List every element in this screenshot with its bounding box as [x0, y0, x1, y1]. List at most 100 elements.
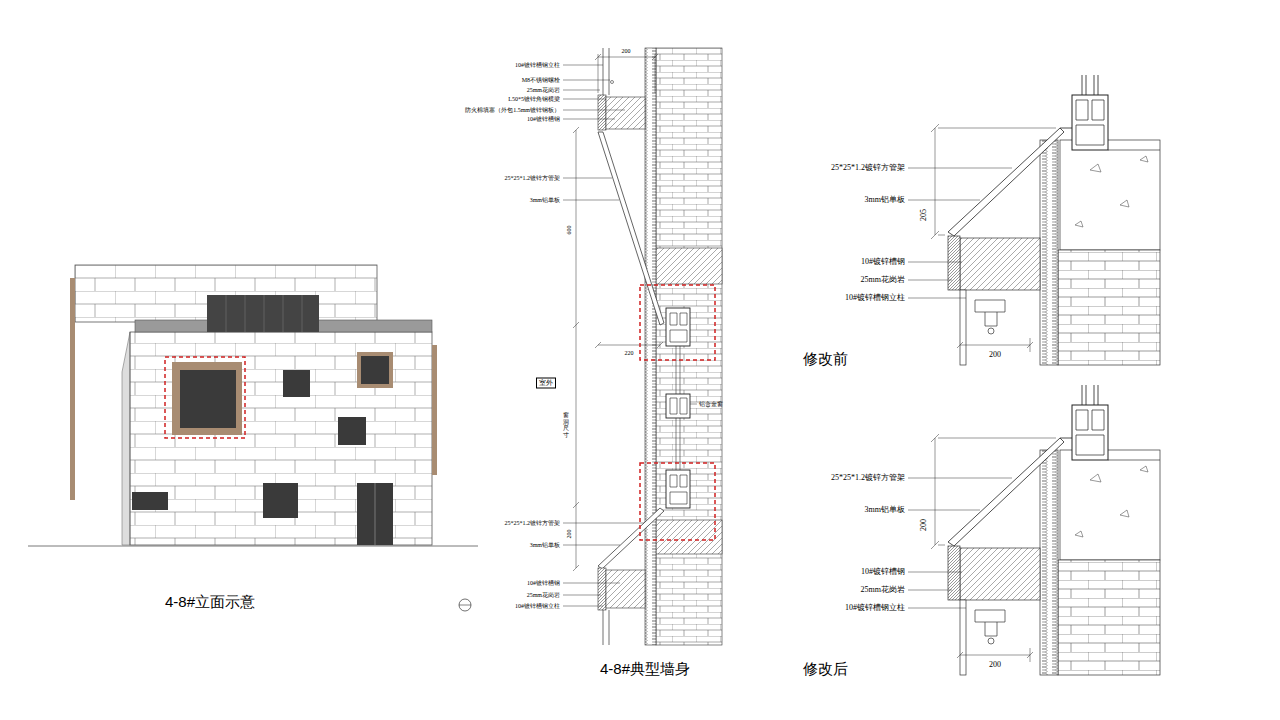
wall-section-drawing-part — [459, 599, 471, 611]
wall-section-drawing-part — [573, 127, 579, 571]
node-detail-drawing-part — [908, 385, 1160, 675]
wall-section-drawing-part — [598, 132, 664, 325]
part-label: 10#镀锌槽钢立柱 — [515, 603, 560, 609]
node-detail-drawing-part-part — [948, 236, 960, 290]
node-detail-drawing-part-part — [1058, 250, 1160, 365]
wall-section-drawing-part — [611, 81, 614, 84]
node-detail-drawing-part-part — [1060, 140, 1160, 250]
part-label: 10#镀锌槽钢 — [861, 258, 905, 266]
elevation-drawing-part — [283, 370, 310, 397]
node-detail-drawing-part — [908, 75, 1160, 365]
wall-section-drawing-part — [598, 95, 606, 130]
part-label: M8不锈钢螺栓 — [522, 77, 560, 83]
wall-section-drawing-part — [606, 570, 645, 608]
elevation-drawing-part — [180, 370, 236, 428]
wall-section-drawing-part — [670, 398, 687, 414]
elevation-drawing-part — [361, 356, 389, 384]
dimension: 600 — [566, 226, 572, 235]
wall-section-drawing-part — [666, 308, 690, 346]
dimension: 200 — [566, 530, 572, 539]
elevation-drawing-part — [207, 295, 319, 332]
node-detail-drawing-part-part — [1076, 100, 1104, 145]
elevation-drawing-part — [338, 417, 366, 445]
part-label: 3mm铝单板 — [865, 506, 905, 514]
elevation-drawing-part — [375, 483, 376, 545]
part-label: 10#镀锌槽钢 — [527, 116, 560, 122]
part-label: L50*5镀锌角钢横梁 — [508, 96, 560, 102]
caption: 修改前 — [803, 351, 848, 366]
node-detail-drawing-part-part — [1072, 95, 1108, 150]
wall-section-drawing — [459, 48, 722, 645]
node-detail-drawing-part-part — [1060, 128, 1072, 129]
wall-section-drawing-part — [640, 463, 715, 540]
node-detail-drawing-part-part — [1040, 140, 1058, 365]
wall-section-drawing-part — [595, 54, 658, 93]
dimension: 205 — [920, 209, 928, 221]
elevation-drawing-part — [70, 278, 75, 500]
node-detail-drawing-part-part — [948, 128, 1064, 236]
dimension: 200 — [622, 48, 631, 54]
dimension: 200 — [989, 661, 1001, 669]
part-label: 25mm花岗岩 — [527, 592, 560, 598]
elevation-drawing-part — [28, 546, 478, 547]
elevation-drawing-part — [357, 483, 393, 545]
dimension: 窗洞尺寸 — [563, 412, 569, 438]
wall-section-drawing-part — [656, 520, 722, 554]
node-detail-drawing-part-part — [960, 238, 1040, 290]
elevation-drawing-part — [357, 352, 393, 388]
wall-section-drawing-part — [563, 65, 697, 606]
part-label: 25*25*1.2镀锌方管架 — [831, 164, 905, 172]
node-detail-drawing-part-part — [975, 300, 1005, 326]
wall-section-drawing-part — [595, 342, 663, 348]
elevation-drawing-part — [432, 345, 437, 475]
elevation-drawing-part — [130, 332, 432, 545]
wall-section-drawing-part — [656, 48, 722, 645]
wall-section-drawing-part — [459, 605, 471, 606]
part-label: 25mm花岗岩 — [861, 276, 905, 284]
dimension: 200 — [920, 519, 928, 531]
dimension: 220 — [625, 350, 634, 356]
node-detail-drawing-part-part — [908, 168, 1012, 298]
caption: 修改后 — [803, 661, 848, 676]
part-label: 10#镀锌槽钢 — [861, 568, 905, 576]
elevation-drawing-part — [263, 483, 298, 518]
elevation-drawing-part — [165, 357, 245, 438]
wall-section-drawing-part — [598, 568, 606, 610]
part-label: 10#镀锌槽钢立柱 — [845, 604, 905, 612]
part-label: 25*25*1.2镀锌方管架 — [831, 474, 905, 482]
wall-section-drawing-part — [666, 394, 690, 418]
caption: 4-8#立面示意 — [165, 594, 255, 609]
wall-section-drawing-part — [606, 97, 645, 129]
part-label: 25mm花岗岩 — [527, 87, 560, 93]
dimension: 200 — [989, 351, 1001, 359]
part-label: 铝合金窗 — [699, 401, 723, 407]
node-detail-drawing-part-part — [1108, 150, 1160, 151]
part-label: 10#镀锌槽钢 — [527, 580, 560, 586]
node-detail-drawing-part-part — [1082, 75, 1098, 95]
node-detail-drawing-part-part — [1075, 156, 1148, 227]
caption: 4-8#典型墙身 — [600, 661, 690, 676]
part-label: 25*25*1.2镀锌方管架 — [505, 520, 561, 526]
part-label: 3mm铝单板 — [530, 197, 560, 203]
node-detail-drawing-part-part — [988, 328, 994, 334]
part-label: 10#镀锌槽钢立柱 — [515, 62, 560, 68]
node-detail-drawing-part-part — [960, 290, 966, 365]
wall-section-drawing-part — [640, 285, 715, 360]
part-label: 3mm铝单板 — [530, 542, 560, 548]
side-tag: 室外 — [536, 378, 556, 389]
part-label: 25mm花岗岩 — [861, 586, 905, 594]
node-detail-drawing — [908, 75, 1160, 675]
part-label: 10#镀锌槽钢立柱 — [845, 294, 905, 302]
wall-section-drawing-part — [670, 475, 687, 504]
wall-section-drawing-part — [645, 48, 656, 645]
node-detail-drawing-part-part — [931, 124, 1056, 239]
elevation-drawing-part — [122, 332, 130, 545]
elevation-drawing — [28, 265, 478, 546]
elevation-drawing-part — [132, 492, 168, 510]
elevation-drawing-part — [226, 295, 302, 332]
wall-section-drawing-part — [598, 508, 664, 569]
part-label: 防火棉填塞（外包1.5mm镀锌钢板） — [465, 107, 560, 113]
node-detail-drawing-part-part — [957, 338, 1033, 352]
